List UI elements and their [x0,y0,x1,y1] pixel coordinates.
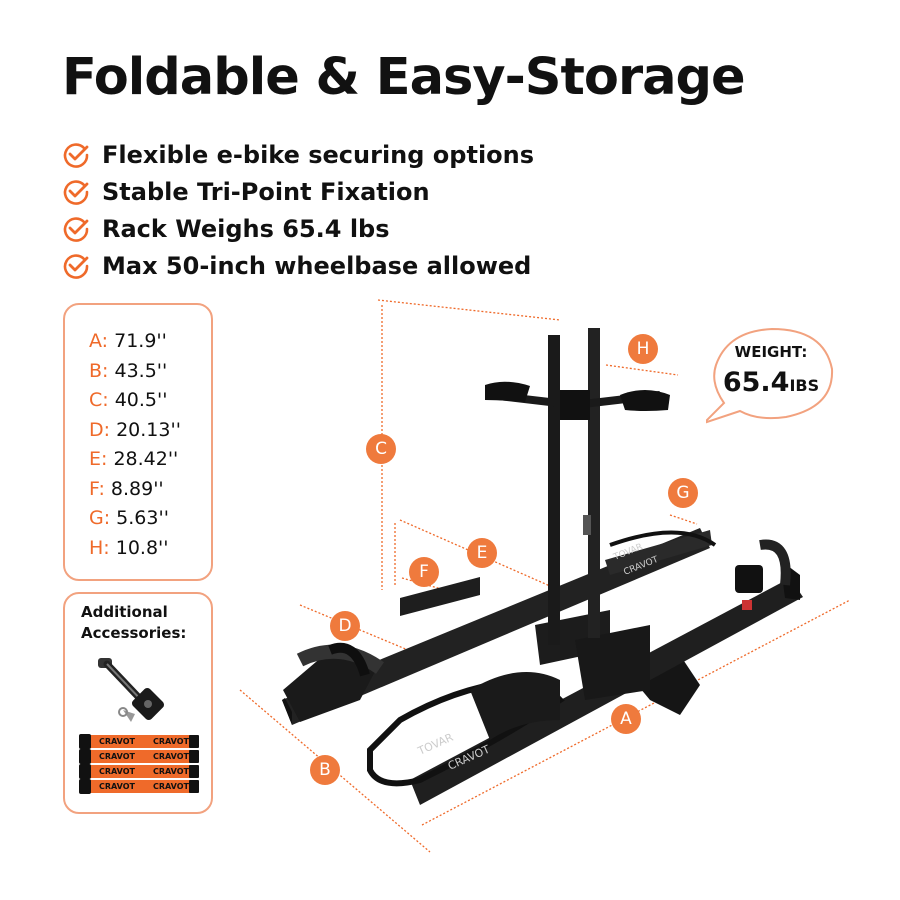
weight-unit: IBS [789,376,820,395]
accessories-title-line: Accessories: [81,624,187,642]
strap: CRAVOT CRAVOT [79,749,199,764]
dimension-value: 8.89'' [104,477,164,500]
strap-end-icon [189,735,199,748]
dimension-key: A: [89,330,109,352]
check-circle-icon [63,142,89,168]
dimension-value: 10.8'' [109,536,169,559]
hitch-lock-icon [98,658,165,722]
dimension-key: D: [89,418,111,441]
check-circle-icon [63,253,89,279]
dimension-badge-a: A [611,704,641,734]
rack-model-text: TOVAR [415,731,455,759]
dimension-badge-c: C [366,434,396,464]
dimension-badge-b: B [310,755,340,785]
check-circle-icon [63,179,89,205]
dimension-row: E: 28.42'' [89,445,211,475]
strap: CRAVOT CRAVOT [79,764,199,779]
feature-text: Rack Weighs 65.4 lbs [102,214,390,243]
dimension-value: 40.5'' [108,389,168,411]
strap-label: CRAVOT [153,737,189,746]
dimension-badge-f: F [409,557,439,587]
dimension-row: F: 8.89'' [89,475,211,505]
weight-number: 65.4 [722,367,790,398]
dimension-row: B: 43.5'' [89,357,211,387]
buckle-icon [79,764,91,779]
dimensions-box: A: 71.9'' B: 43.5'' C: 40.5'' D: 20.13''… [63,303,213,581]
dimension-value: 28.42'' [107,448,179,470]
buckle-icon [79,734,91,749]
left-tray: CRAVOT TOVAR [282,528,717,725]
feature-item: Flexible e-bike securing options [62,136,534,173]
weight-label: WEIGHT: [734,343,808,361]
buckle-icon [79,749,91,764]
strap-label: CRAVOT [153,752,189,761]
strap: CRAVOT CRAVOT [79,734,199,749]
dimension-row: H: 10.8'' [89,534,211,564]
dimension-row: G: 5.63'' [89,504,211,534]
strap-label: CRAVOT [153,782,189,791]
feature-item: Rack Weighs 65.4 lbs [62,210,534,247]
feature-list: Flexible e-bike securing options Stable … [62,136,534,284]
strap-label: CRAVOT [99,737,135,746]
dimension-badge-h: H [628,334,658,364]
vertical-masts [485,328,670,645]
dimension-key: C: [89,389,109,411]
strap: CRAVOT CRAVOT [79,779,199,794]
buckle-icon [79,779,91,794]
dimension-key: B: [89,359,109,382]
strap-end-icon [189,780,199,793]
check-circle-icon [63,216,89,242]
weight-value: 65.4IBS [706,367,836,398]
feature-item: Max 50-inch wheelbase allowed [62,247,534,284]
strap-label: CRAVOT [99,752,135,761]
speech-bubble-icon [706,327,834,424]
dimension-badge-d: D [330,611,360,641]
feature-item: Stable Tri-Point Fixation [62,173,534,210]
dimension-row: C: 40.5'' [89,386,211,416]
accessories-title-line: Additional [81,603,168,621]
strap-label: CRAVOT [153,767,189,776]
dimension-key: F: [89,477,105,500]
accessories-title: Additional Accessories: [81,602,186,644]
feature-text: Stable Tri-Point Fixation [102,177,430,206]
dimension-badge-e: E [467,538,497,568]
dimension-badge-g: G [668,478,698,508]
strap-end-icon [189,750,199,763]
strap-label: CRAVOT [99,767,135,776]
dimension-value: 71.9'' [108,330,167,352]
dimension-key: G: [89,507,111,529]
accessories-box: Additional Accessories: CRAVOT CRAVOT CRA… [63,592,213,814]
feature-text: Max 50-inch wheelbase allowed [102,251,532,280]
dimension-key: E: [89,448,108,470]
dimension-value: 5.63'' [110,507,169,529]
dimension-value: 20.13'' [110,418,181,441]
weight-callout: WEIGHT: 65.4IBS [706,325,836,435]
page-title: Foldable & Easy-Storage [62,48,746,107]
strap-label: CRAVOT [99,782,135,791]
strap-end-icon [189,765,199,778]
dimension-row: A: 71.9'' [89,327,211,357]
dimension-row: D: 20.13'' [89,416,211,446]
feature-text: Flexible e-bike securing options [102,140,535,169]
dimension-value: 43.5'' [108,359,168,382]
dimension-key: H: [89,536,110,559]
